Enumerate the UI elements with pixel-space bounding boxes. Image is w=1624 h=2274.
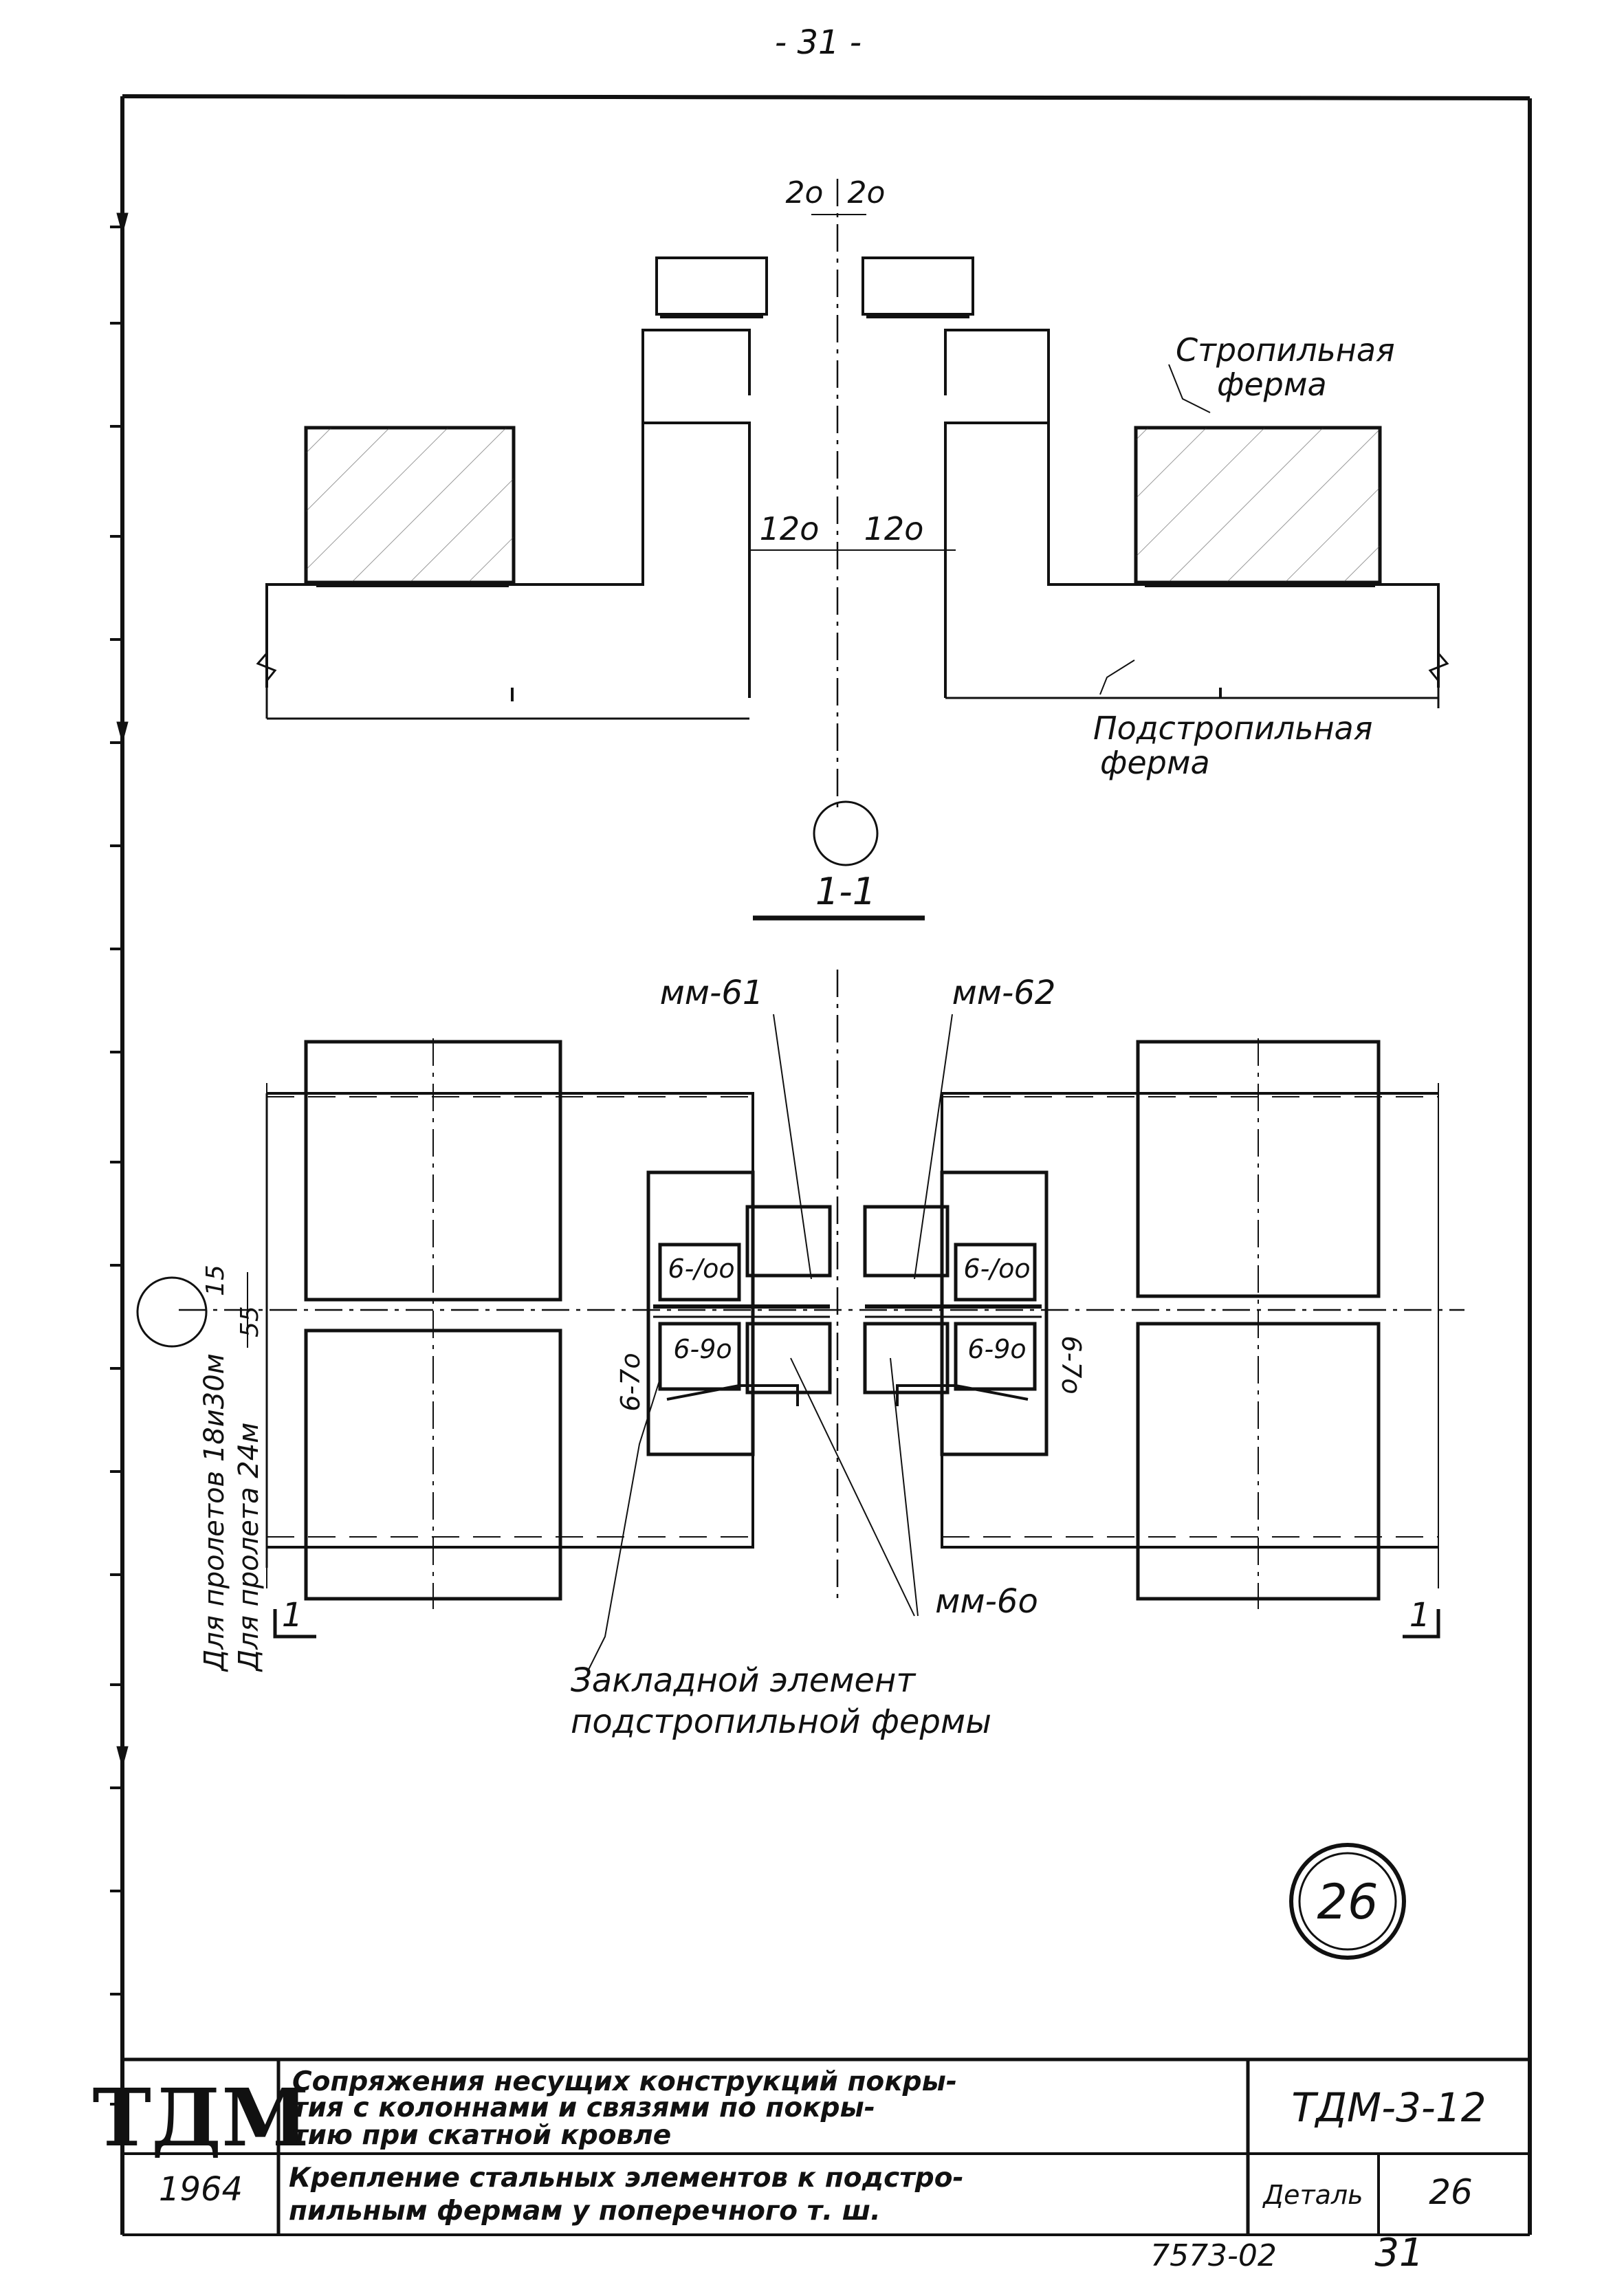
section-1-1 bbox=[256, 179, 1449, 921]
plate-label: 6-/oo bbox=[963, 1254, 1030, 1284]
drawing-frame bbox=[110, 94, 1532, 2236]
sheet-code: 7573-02 bbox=[1150, 2238, 1277, 2273]
title-line: тию при скатной кровле bbox=[292, 2120, 671, 2151]
plate-label: 6-9o bbox=[967, 1334, 1026, 1364]
year: 1964 bbox=[159, 2170, 243, 2209]
series-code: ТДМ-3-12 bbox=[1291, 2084, 1486, 2131]
detail-value: 26 bbox=[1429, 2172, 1473, 2212]
label-line: Подстропильная bbox=[1093, 710, 1372, 747]
subtitle-line: Крепление стальных элементов к подстро- bbox=[289, 2163, 964, 2194]
mm60-label: мм-6о bbox=[935, 1582, 1038, 1621]
axis-circle bbox=[813, 800, 879, 866]
plate-label: 6-9o bbox=[673, 1334, 732, 1364]
dimension-label: 12o bbox=[864, 510, 924, 547]
title-block bbox=[122, 2057, 1530, 2235]
embedded-element-label: Закладной элемент подстропильной фермы bbox=[571, 1661, 991, 1741]
label-line: подстропильной фермы bbox=[571, 1703, 991, 1741]
cut-mark-right: 1 bbox=[1409, 1596, 1431, 1635]
plan-view bbox=[136, 970, 1464, 1672]
section-mark: 1-1 bbox=[815, 870, 876, 913]
dimension-label: 2o bbox=[848, 175, 886, 210]
dimension-label: 12o bbox=[760, 510, 820, 547]
dimension-label: 2o bbox=[786, 175, 824, 210]
rafter-truss-label: Стропильная ферма bbox=[1176, 331, 1405, 403]
mm61-label: мм-61 bbox=[660, 974, 764, 1012]
subrafter-truss-label: Подстропильная ферма bbox=[1093, 710, 1383, 781]
mm62-label: мм-62 bbox=[952, 974, 1056, 1012]
sheet-number: 31 bbox=[1374, 2231, 1423, 2274]
page-number: - 31 - bbox=[775, 23, 862, 62]
label-line: ферма bbox=[1100, 744, 1210, 781]
tdm-logo: ТДМ bbox=[92, 2072, 309, 2165]
title-line: тия с колоннами и связями по покры- bbox=[292, 2092, 875, 2123]
label-line: Стропильная bbox=[1176, 331, 1395, 369]
dimension-label: 15 bbox=[201, 1265, 230, 1296]
detail-label: Деталь bbox=[1262, 2180, 1363, 2210]
span-note-18-30: Для пролетов 18и30м bbox=[199, 1353, 230, 1672]
title-line: Сопряжения несущих конструкций покры- bbox=[292, 2066, 957, 2097]
cut-mark-left: 1 bbox=[282, 1596, 303, 1635]
plate-label: 6-/oo bbox=[668, 1254, 734, 1284]
axis-circle bbox=[136, 1276, 208, 1348]
span-note-24: Для пролета 24м bbox=[233, 1423, 265, 1672]
weld-label: 6-7o bbox=[615, 1353, 646, 1411]
detail-circle: 26 bbox=[1289, 1843, 1406, 1960]
subtitle-line: пильным фермам у поперечного т. ш. bbox=[289, 2196, 881, 2227]
weld-label: 6-7o bbox=[1056, 1335, 1086, 1394]
detail-number: 26 bbox=[1317, 1874, 1378, 1930]
label-line: ферма bbox=[1217, 366, 1327, 403]
dimension-label: 55 bbox=[236, 1306, 264, 1337]
label-line: Закладной элемент bbox=[571, 1661, 917, 1700]
